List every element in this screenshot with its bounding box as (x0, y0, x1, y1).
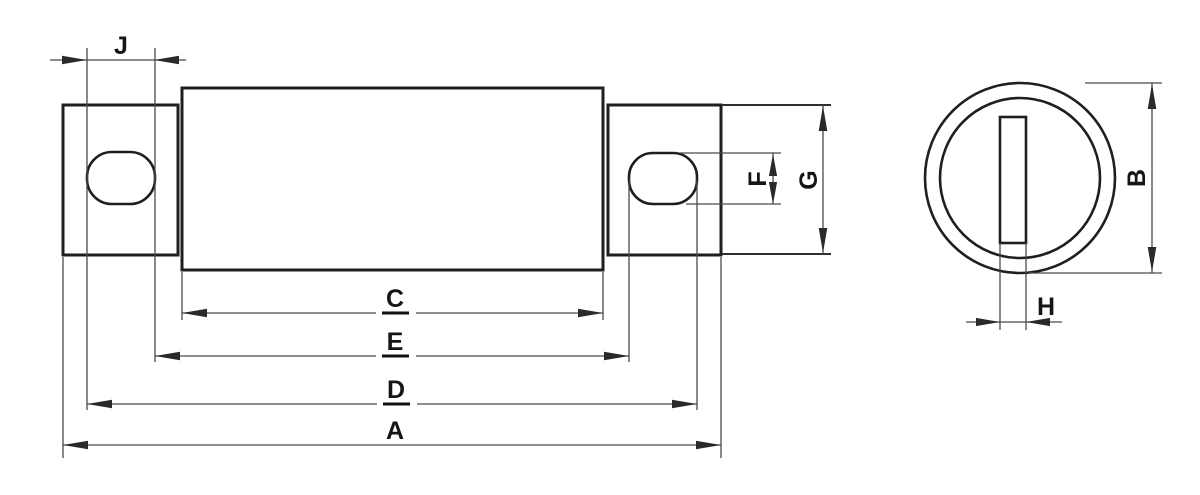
label-J: J (114, 32, 128, 60)
dim-C-arrow-left (182, 308, 207, 318)
dim-G-arrow-top (818, 106, 828, 131)
dim-H-arrow-right (1026, 317, 1050, 327)
dim-D-arrow-right (672, 399, 697, 409)
dim-B-arrow-bottom (1147, 247, 1157, 272)
right-end-cap (606, 103, 723, 257)
dim-A-arrow-left (63, 440, 88, 450)
dim-F-arrow-top (768, 154, 778, 176)
fuse-body (180, 86, 605, 272)
end-view-inner-circle (938, 96, 1102, 260)
dim-G-arrow-bottom (818, 228, 828, 253)
label-H: H (1037, 293, 1055, 321)
label-underlines (376, 308, 417, 409)
dim-J-arrow-left (62, 55, 87, 65)
label-C: C (386, 285, 404, 313)
label-E: E (387, 328, 404, 356)
dim-C-arrow-right (578, 308, 603, 318)
label-B: B (1123, 169, 1151, 187)
dim-E-arrow-right (604, 351, 629, 361)
extension-lines (62, 48, 1162, 458)
dim-J-arrow-right (154, 55, 179, 65)
end-view (923, 81, 1117, 275)
dim-B-arrow-top (1147, 84, 1157, 109)
side-view (61, 86, 723, 272)
label-D: D (387, 376, 405, 404)
dimension-labels: J C E D A F G B H (114, 32, 1151, 445)
dim-E-arrow-left (155, 351, 180, 361)
right-cap-slot (627, 151, 699, 206)
label-A: A (386, 417, 404, 445)
dim-A-arrow-right (696, 440, 721, 450)
label-G: G (795, 170, 823, 189)
label-F: F (744, 171, 772, 186)
dim-H-arrow-left (976, 317, 1000, 327)
dim-F-arrow-bottom (768, 182, 778, 204)
end-view-outer-circle (923, 81, 1117, 275)
dimension-lines (50, 55, 1157, 450)
end-view-slot (998, 115, 1028, 245)
left-end-cap (61, 103, 180, 257)
left-cap-slot (85, 150, 157, 206)
dim-D-arrow-left (87, 399, 112, 409)
